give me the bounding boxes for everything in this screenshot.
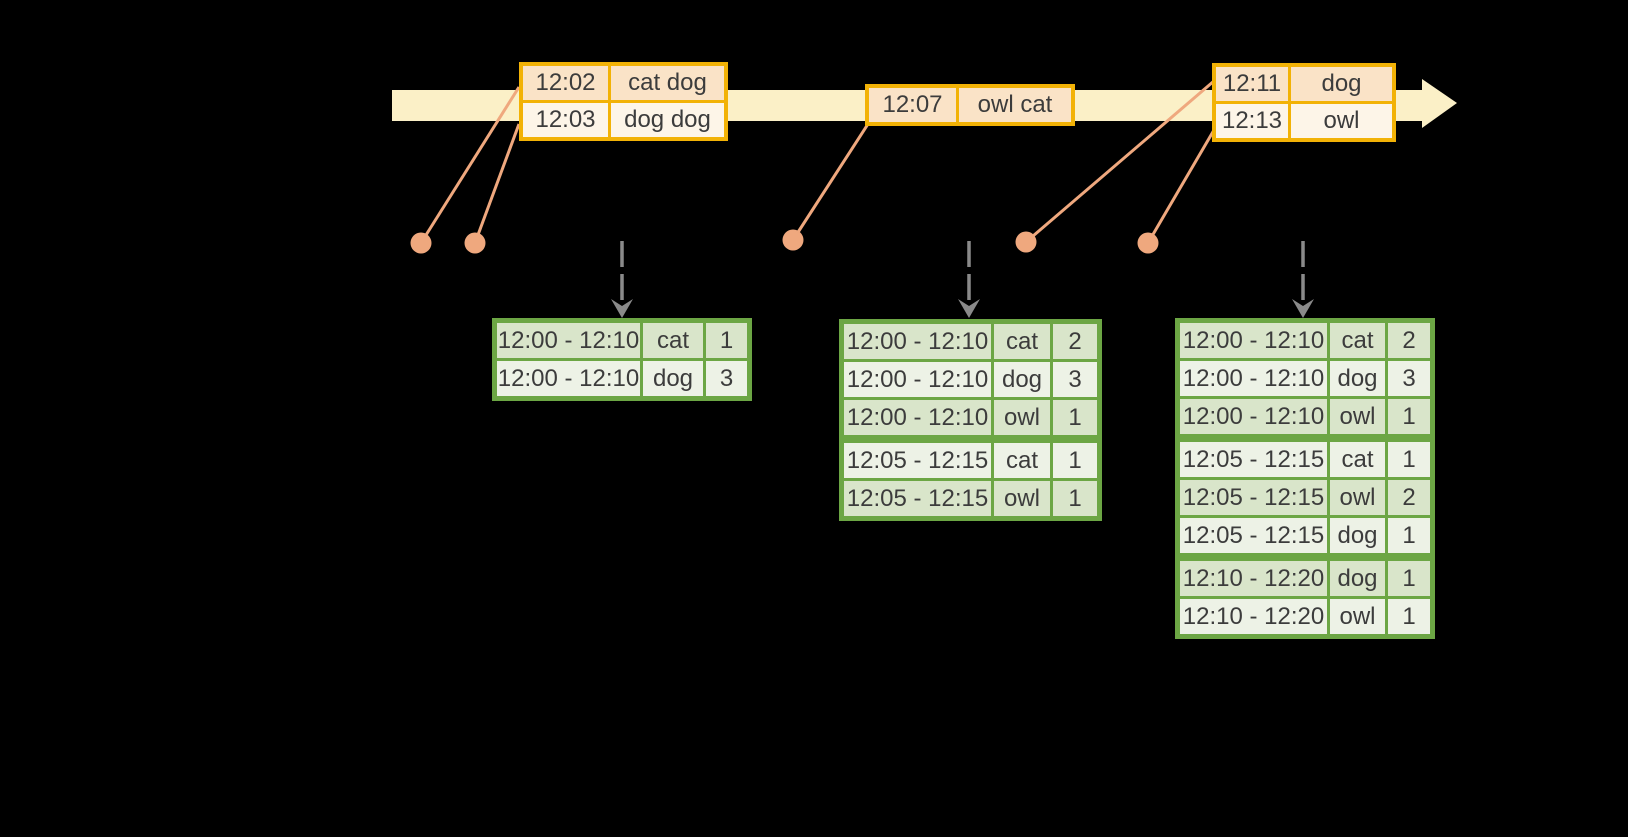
window-cell: 12:05 - 12:15 bbox=[1180, 442, 1327, 477]
count-cell: 2 bbox=[1053, 324, 1097, 359]
word-cell: dog bbox=[1330, 561, 1385, 596]
window-cell: 12:05 - 12:15 bbox=[844, 443, 991, 478]
word-cell: cat bbox=[994, 324, 1050, 359]
count-cell: 3 bbox=[1388, 361, 1430, 396]
event-words-cell: owl bbox=[1291, 104, 1392, 138]
event-dot-icon bbox=[464, 232, 486, 254]
word-cell: cat bbox=[1330, 442, 1385, 477]
count-cell: 1 bbox=[1388, 561, 1430, 596]
word-cell: cat bbox=[1330, 323, 1385, 358]
word-cell: dog bbox=[1330, 361, 1385, 396]
trigger-arrowhead-icon bbox=[958, 299, 980, 318]
count-cell: 1 bbox=[1388, 399, 1430, 434]
trigger-arrowhead-icon bbox=[611, 299, 633, 318]
word-cell: owl bbox=[1330, 399, 1385, 434]
event-time-cell: 12:11 bbox=[1216, 67, 1288, 101]
event-dot-icon bbox=[782, 229, 804, 251]
event-connector-line bbox=[1025, 79, 1215, 244]
count-cell: 1 bbox=[1053, 443, 1097, 478]
word-cell: owl bbox=[1330, 599, 1385, 634]
count-cell: 1 bbox=[1388, 599, 1430, 634]
event-words-cell: dog dog bbox=[611, 103, 724, 137]
word-cell: cat bbox=[643, 323, 703, 358]
count-cell: 2 bbox=[1388, 323, 1430, 358]
event-dot-icon bbox=[1015, 231, 1037, 253]
count-cell: 3 bbox=[706, 361, 747, 396]
event-words-cell: cat dog bbox=[611, 66, 724, 100]
count-cell: 1 bbox=[1053, 400, 1097, 435]
window-cell: 12:00 - 12:10 bbox=[497, 323, 640, 358]
word-cell: dog bbox=[994, 362, 1050, 397]
count-cell: 1 bbox=[1053, 481, 1097, 516]
word-cell: dog bbox=[643, 361, 703, 396]
window-cell: 12:05 - 12:15 bbox=[844, 481, 991, 516]
event-connector-line bbox=[473, 123, 521, 244]
word-cell: cat bbox=[994, 443, 1050, 478]
count-cell: 1 bbox=[1388, 442, 1430, 477]
event-time-cell: 12:13 bbox=[1216, 104, 1288, 138]
window-cell: 12:00 - 12:10 bbox=[844, 324, 991, 359]
event-time-cell: 12:03 bbox=[523, 103, 608, 137]
word-cell: owl bbox=[994, 481, 1050, 516]
window-cell: 12:00 - 12:10 bbox=[844, 362, 991, 397]
count-cell: 1 bbox=[706, 323, 747, 358]
event-time-cell: 12:07 bbox=[869, 88, 956, 122]
event-dot-icon bbox=[1137, 232, 1159, 254]
event-time-cell: 12:02 bbox=[523, 66, 608, 100]
event-dot-icon bbox=[410, 232, 432, 254]
event-words-cell: owl cat bbox=[959, 88, 1071, 122]
window-cell: 12:10 - 12:20 bbox=[1180, 561, 1327, 596]
event-connector-line bbox=[1146, 129, 1216, 244]
word-cell: dog bbox=[1330, 518, 1385, 553]
word-cell: owl bbox=[1330, 480, 1385, 515]
event-words-cell: dog bbox=[1291, 67, 1392, 101]
event-connector-line bbox=[791, 123, 870, 241]
count-cell: 2 bbox=[1388, 480, 1430, 515]
count-cell: 3 bbox=[1053, 362, 1097, 397]
count-cell: 1 bbox=[1388, 518, 1430, 553]
word-cell: owl bbox=[994, 400, 1050, 435]
window-cell: 12:00 - 12:10 bbox=[1180, 399, 1327, 434]
window-cell: 12:00 - 12:10 bbox=[1180, 361, 1327, 396]
window-cell: 12:00 - 12:10 bbox=[1180, 323, 1327, 358]
trigger-arrowhead-icon bbox=[1292, 299, 1314, 318]
window-cell: 12:00 - 12:10 bbox=[497, 361, 640, 396]
event-connector-line bbox=[419, 86, 521, 244]
window-cell: 12:00 - 12:10 bbox=[844, 400, 991, 435]
window-cell: 12:10 - 12:20 bbox=[1180, 599, 1327, 634]
window-cell: 12:05 - 12:15 bbox=[1180, 480, 1327, 515]
window-cell: 12:05 - 12:15 bbox=[1180, 518, 1327, 553]
timeline-arrowhead-icon bbox=[1422, 79, 1457, 128]
